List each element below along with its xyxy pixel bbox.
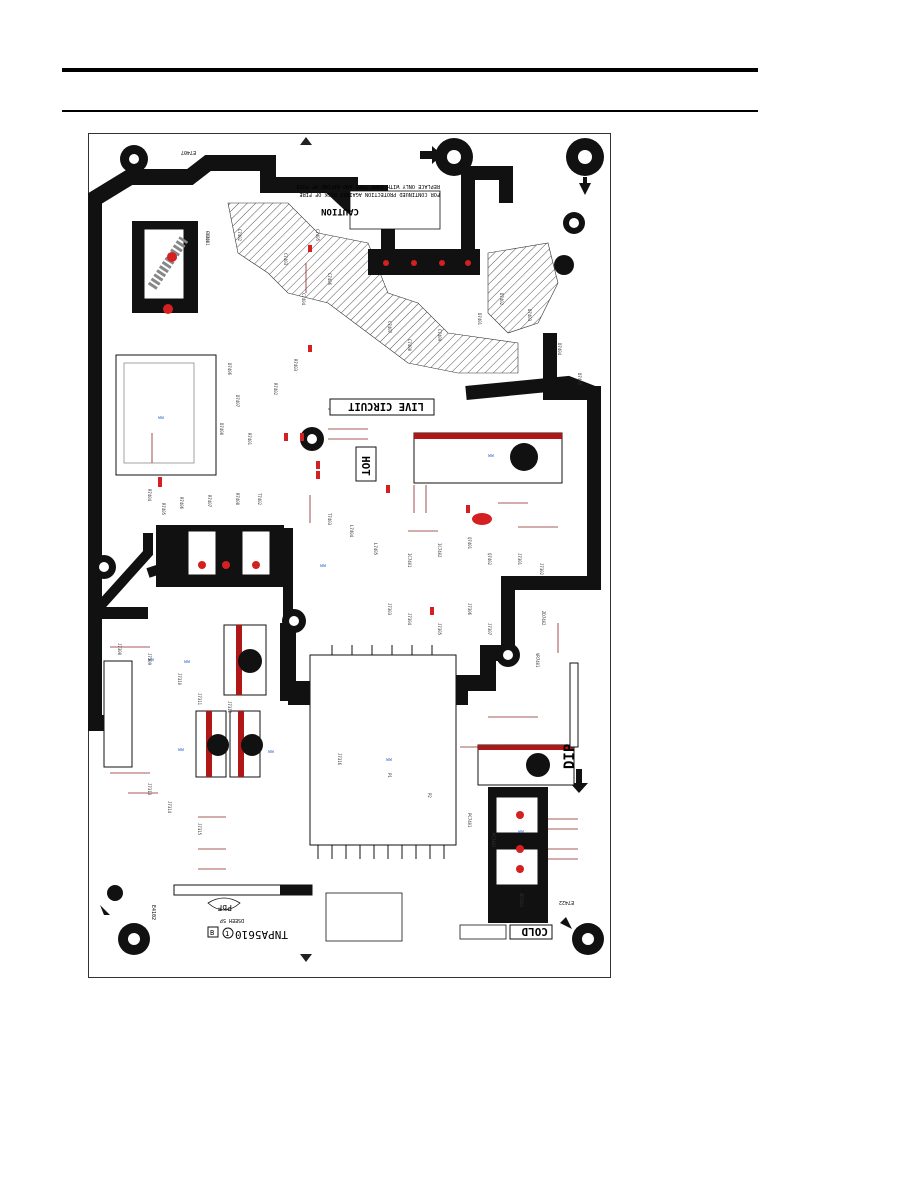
component-ref: Q7402 xyxy=(487,553,492,566)
svg-text:ww: ww xyxy=(488,453,495,459)
component-ref: T7403 xyxy=(327,513,332,526)
cold-label: COLD xyxy=(521,925,548,938)
component-ref: D7403 xyxy=(527,309,532,322)
component-ref: PC7401 xyxy=(467,813,472,828)
component-ref: R7404 xyxy=(147,489,152,502)
component-ref: D7408 xyxy=(219,423,224,436)
component-ref: J7301 xyxy=(517,553,522,566)
corner-ref-bottom-right: E7422 xyxy=(559,899,574,905)
caution-line-2: FOR CONTINUED PROTECTION AGAINST RISK OF… xyxy=(299,191,440,197)
component-ref: J7310 xyxy=(177,673,182,686)
component-ref: L7405 xyxy=(373,543,378,556)
component-ref: C7404 xyxy=(301,293,306,306)
svg-text:ww: ww xyxy=(320,563,327,569)
component-ref: P2 xyxy=(427,793,432,798)
component-ref: R7401 xyxy=(247,433,252,446)
component-ref: R7406 xyxy=(179,497,184,510)
pbf-mark: PbF xyxy=(217,903,232,912)
component-ref: ZD7401 xyxy=(519,893,524,908)
caution-title: CAUTION xyxy=(321,206,359,216)
component-ref: VR7401 xyxy=(535,653,540,668)
component-ref: J7307 xyxy=(487,623,492,636)
svg-text:ww: ww xyxy=(178,747,185,753)
component-ref: J7305 xyxy=(437,623,442,636)
header-rule xyxy=(62,110,758,112)
hot-label: HOT xyxy=(359,456,372,476)
component-ref: Q7401 xyxy=(467,537,472,550)
component-ref: J7313 xyxy=(147,783,152,796)
component-ref: C7405 xyxy=(315,229,320,242)
component-ref: J7314 xyxy=(167,801,172,814)
component-ref: D7402 xyxy=(499,293,504,306)
component-ref: R7403 xyxy=(293,359,298,372)
svg-text:ww: ww xyxy=(268,749,275,755)
component-ref: C7409 xyxy=(437,329,442,342)
component-ref: C7402 xyxy=(237,229,242,242)
component-ref: IC7402 xyxy=(437,543,442,558)
revision-code: DSEEH 5P xyxy=(220,917,244,923)
component-ref: D7404 xyxy=(557,343,562,356)
component-ref: CN7401 xyxy=(205,231,210,246)
component-ref: J7312 xyxy=(227,701,232,714)
component-ref: J7303 xyxy=(387,603,392,616)
component-ref: L7404 xyxy=(349,525,354,538)
component-ref: C7406 xyxy=(327,273,332,286)
model-number: TNPA5610 xyxy=(235,928,288,941)
svg-text:ww: ww xyxy=(518,829,525,835)
svg-text:ww: ww xyxy=(184,659,191,665)
component-ref: J7302 xyxy=(539,563,544,576)
component-ref: D7406 xyxy=(227,363,232,376)
component-ref: C7403 xyxy=(283,253,288,266)
version-number: 1 xyxy=(225,930,229,938)
live-circuit-label: LIVE CIRCUIT xyxy=(348,400,424,412)
mounting-holes xyxy=(92,138,604,955)
component-ref: R7408 xyxy=(235,493,240,506)
component-ref: J7306 xyxy=(467,603,472,616)
component-ref: IC7401 xyxy=(407,553,412,568)
pcb-board-layout: CAUTION REPLACE ONLY WITH SAME TYPE AND … xyxy=(88,133,611,978)
component-ref: R7405 xyxy=(161,503,166,516)
component-ref: J7309 xyxy=(147,653,152,666)
component-ref: J7315 xyxy=(197,823,202,836)
component-ref: J7308 xyxy=(117,643,122,656)
component-ref: C7408 xyxy=(407,339,412,352)
component-ref: C7407 xyxy=(387,321,392,334)
top-rule xyxy=(62,68,758,72)
board-side: B xyxy=(210,929,214,937)
dip-label: DIP xyxy=(562,744,578,769)
component-ref: T7402 xyxy=(257,493,262,506)
corner-ref-top-left: E7407 xyxy=(181,149,196,155)
component-ref: P1 xyxy=(387,773,392,778)
svg-text:ww: ww xyxy=(158,415,165,421)
svg-text:ww: ww xyxy=(386,757,393,763)
component-ref: J7316 xyxy=(337,753,342,766)
component-ref: R7402 xyxy=(273,383,278,396)
component-ref: J7304 xyxy=(407,613,412,626)
component-ref: D7407 xyxy=(235,395,240,408)
caution-line-1: REPLACE ONLY WITH SAME TYPE AND RATING O… xyxy=(296,183,440,189)
component-ref: D7401 xyxy=(477,313,482,326)
component-ref: R7407 xyxy=(207,495,212,508)
component-ref: F7401 xyxy=(205,231,210,244)
component-ref: J7311 xyxy=(197,693,202,706)
component-ref: ZD7402 xyxy=(541,611,546,626)
component-ref: PC7402 xyxy=(491,833,496,848)
component-ref: D7405 xyxy=(577,373,582,386)
corner-ref-bottom-left: E4102 xyxy=(150,905,156,920)
svg-text:ww: ww xyxy=(148,657,155,663)
